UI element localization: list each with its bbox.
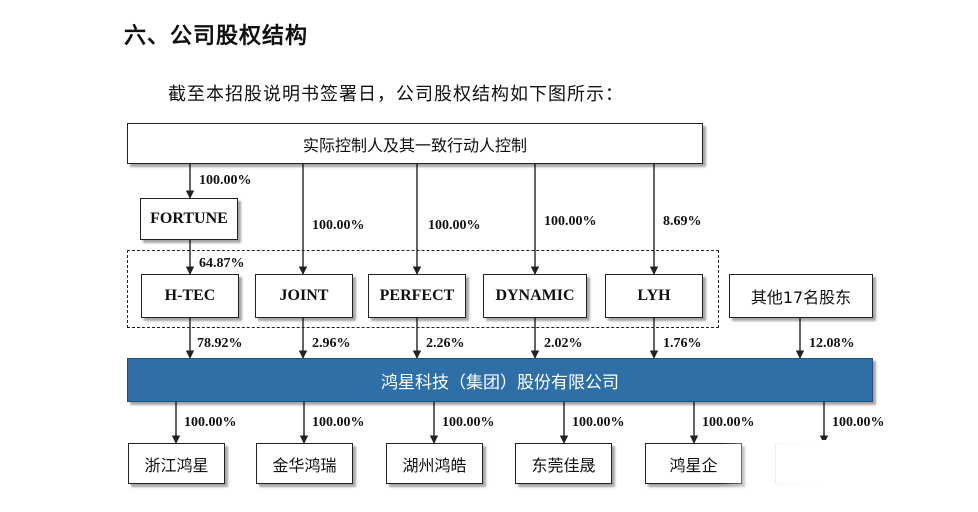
subsidiary-label: 浙江鸿星 — [144, 455, 209, 475]
pct-controller-joint: 100.00% — [312, 218, 365, 233]
controlled-group-outline — [127, 250, 719, 328]
pct-perfect-company: 2.26% — [426, 336, 465, 351]
subsidiary-label: 东莞佳晟 — [531, 455, 596, 475]
shareholder-label: 其他17名股东 — [750, 288, 852, 307]
pct-dynamic-company: 2.02% — [544, 336, 583, 351]
shareholder-lyh-box: LYH — [605, 274, 703, 318]
controller-box: 实际控制人及其一致行动人控制 — [127, 123, 703, 164]
subsidiary-box: 东莞佳晟 — [515, 443, 612, 484]
pct-htec-company: 78.92% — [197, 336, 243, 351]
watermark-fade-overlay — [722, 440, 978, 512]
pct-company-sub4: 100.00% — [572, 415, 625, 430]
shareholder-dynamic-box: DYNAMIC — [483, 274, 587, 318]
subsidiary-box: 金华鸿瑞 — [256, 443, 353, 484]
shareholder-label: PERFECT — [379, 287, 455, 304]
pct-company-sub3: 100.00% — [442, 415, 495, 430]
subsidiary-box: 浙江鸿星 — [128, 443, 225, 484]
shareholder-label: LYH — [637, 287, 671, 304]
pct-controller-perfect: 100.00% — [428, 218, 481, 233]
shareholder-perfect-box: PERFECT — [368, 274, 466, 318]
subsidiary-label: 鸿星企 — [669, 455, 718, 475]
company-label: 鸿星科技（集团）股份有限公司 — [381, 372, 619, 393]
subsidiary-box: 湖州鸿皓 — [386, 443, 483, 484]
pct-lyh-company: 1.76% — [663, 336, 702, 351]
shareholder-label: H-TEC — [164, 287, 216, 304]
pct-controller-fortune: 100.00% — [199, 173, 252, 188]
pct-controller-dynamic: 100.00% — [544, 214, 597, 229]
pct-fortune-htec: 64.87% — [199, 256, 245, 271]
shareholder-others-box: 其他17名股东 — [729, 274, 873, 318]
pct-company-sub6: 100.00% — [832, 415, 885, 430]
intro-text: 截至本招股说明书签署日，公司股权结构如下图所示： — [168, 84, 624, 105]
shareholder-joint-box: JOINT — [255, 274, 353, 318]
company-box: 鸿星科技（集团）股份有限公司 — [127, 358, 873, 402]
pct-company-sub5: 100.00% — [702, 415, 755, 430]
shareholder-label: DYNAMIC — [495, 287, 575, 304]
shareholder-label: JOINT — [279, 287, 329, 304]
controller-label: 实际控制人及其一致行动人控制 — [302, 135, 527, 155]
pct-joint-company: 2.96% — [312, 336, 351, 351]
fortune-label: FORTUNE — [150, 210, 228, 227]
pct-company-sub2: 100.00% — [312, 415, 365, 430]
pct-company-sub1: 100.00% — [184, 415, 237, 430]
pct-others-company: 12.08% — [809, 336, 855, 351]
subsidiary-label: 金华鸿瑞 — [272, 455, 337, 475]
fortune-box: FORTUNE — [140, 198, 238, 240]
section-heading: 六、公司股权结构 — [124, 24, 309, 49]
subsidiary-label: 湖州鸿皓 — [402, 455, 467, 475]
pct-controller-lyh: 8.69% — [663, 214, 702, 229]
shareholder-htec-box: H-TEC — [141, 274, 239, 318]
